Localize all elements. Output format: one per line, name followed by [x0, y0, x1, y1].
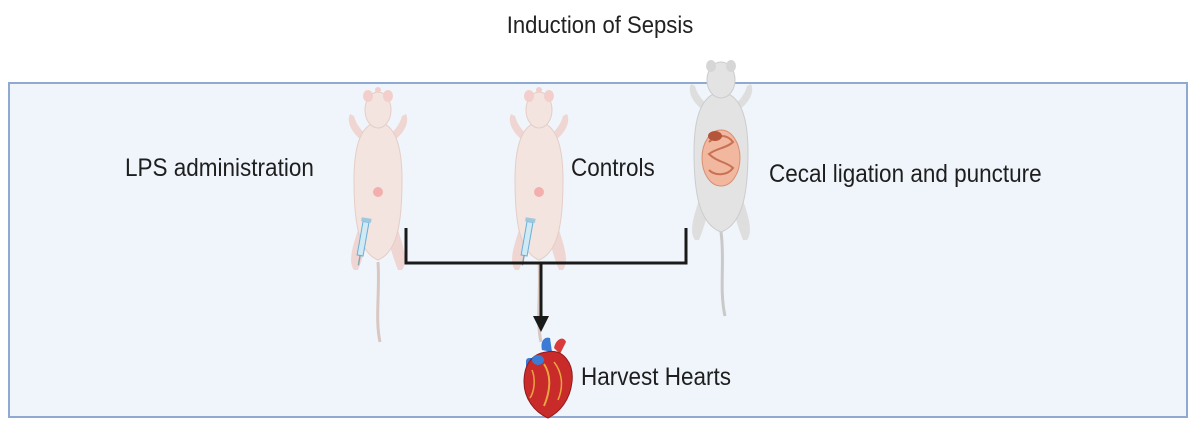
connector-lines: [404, 228, 688, 318]
lps-mouse-icon: [347, 85, 409, 344]
arrow-head-icon: [533, 316, 549, 332]
group-label-clp: Cecal ligation and puncture: [769, 160, 1042, 188]
heart-icon: [523, 337, 573, 419]
diagram-panel: [8, 82, 1188, 418]
clp-mouse-icon: [689, 60, 753, 317]
group-label-lps: LPS administration: [125, 154, 314, 182]
intestine-icon: [701, 129, 741, 187]
control-mouse-icon: [508, 85, 570, 344]
outcome-label: Harvest Hearts: [581, 363, 732, 391]
group-label-controls: Controls: [571, 154, 655, 182]
diagram-title: Induction of Sepsis: [506, 12, 694, 39]
